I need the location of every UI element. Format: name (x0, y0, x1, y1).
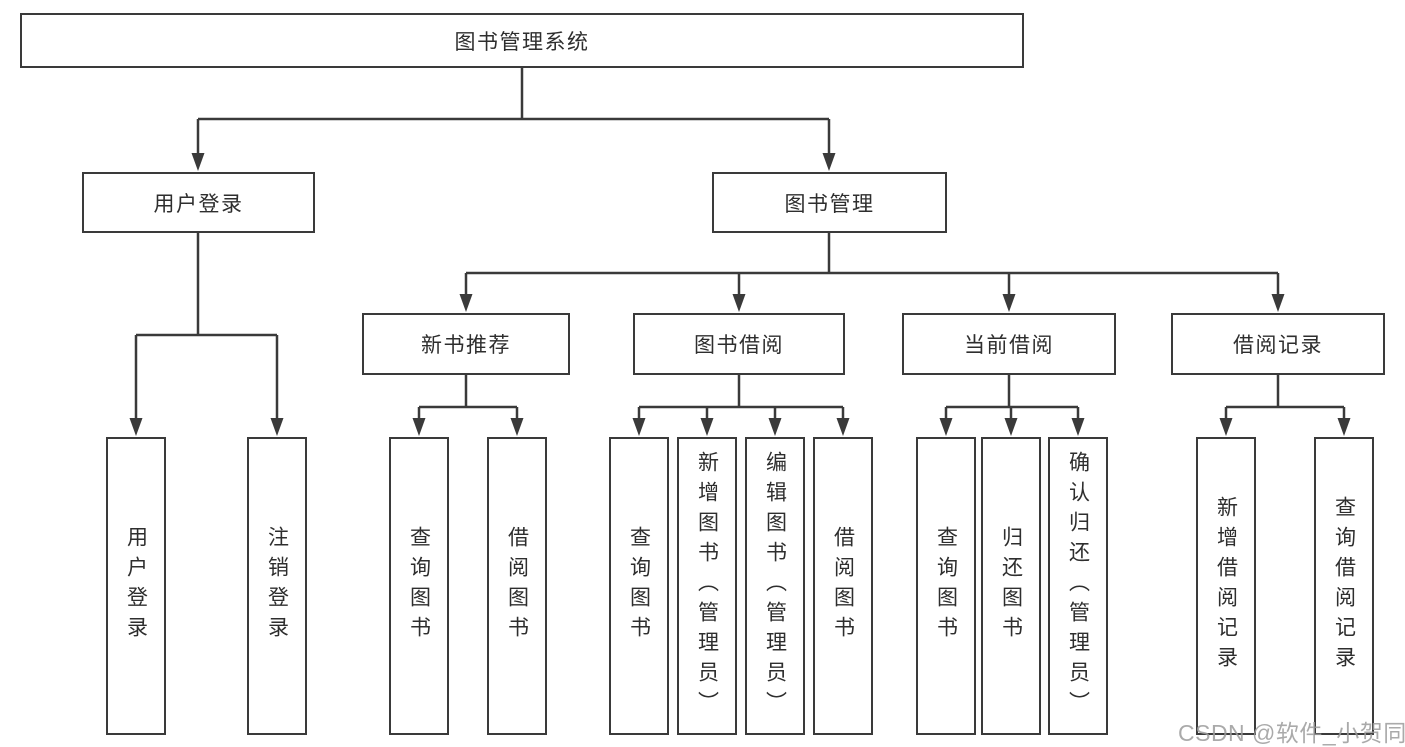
leaf-query-books-recommend-label: 查询图书 (407, 526, 431, 646)
leaf-user-login: 用户登录 (106, 437, 166, 735)
leaf-borrow-books-recommend: 借阅图书 (487, 437, 547, 735)
leaf-add-borrow-record: 新增借阅记录 (1196, 437, 1256, 735)
leaf-borrow-books: 借阅图书 (813, 437, 873, 735)
node-current-borrow-label: 当前借阅 (964, 334, 1054, 357)
node-book-management-label: 图书管理 (784, 192, 875, 216)
leaf-add-borrow-record-label: 新增借阅记录 (1214, 496, 1238, 676)
leaf-query-books-current-label: 查询图书 (934, 526, 958, 646)
node-borrow-records: 借阅记录 (1171, 313, 1385, 375)
leaf-borrow-books-recommend-label: 借阅图书 (505, 526, 529, 646)
leaf-query-books-recommend: 查询图书 (389, 437, 449, 735)
node-user-login: 用户登录 (82, 172, 315, 233)
node-user-login-label: 用户登录 (153, 192, 244, 216)
leaf-add-books-admin: 新增图书（管理员） (677, 437, 737, 735)
node-borrow-records-label: 借阅记录 (1233, 334, 1323, 357)
leaf-query-books-borrow: 查询图书 (609, 437, 669, 735)
node-root: 图书管理系统 (20, 13, 1024, 68)
node-current-borrow: 当前借阅 (902, 313, 1116, 375)
leaf-add-books-admin-label: 新增图书（管理员） (695, 451, 719, 721)
leaf-confirm-return-admin: 确认归还（管理员） (1048, 437, 1108, 735)
leaf-query-borrow-record-label: 查询借阅记录 (1332, 496, 1356, 676)
leaf-return-books: 归还图书 (981, 437, 1041, 735)
node-book-borrow-label: 图书借阅 (694, 334, 784, 357)
leaf-query-borrow-record: 查询借阅记录 (1314, 437, 1374, 735)
leaf-borrow-books-label: 借阅图书 (831, 526, 855, 646)
node-new-book-recommend: 新书推荐 (362, 313, 570, 375)
csdn-watermark: CSDN @软件_小贺同学 (1178, 720, 1405, 746)
node-new-book-recommend-label: 新书推荐 (421, 334, 511, 357)
leaf-user-login-label: 用户登录 (124, 526, 148, 646)
leaf-logout: 注销登录 (247, 437, 307, 735)
leaf-edit-books-admin-label: 编辑图书（管理员） (763, 451, 787, 721)
leaf-logout-label: 注销登录 (265, 526, 289, 646)
leaf-confirm-return-admin-label: 确认归还（管理员） (1066, 451, 1090, 721)
arrowheads (129, 153, 1351, 436)
leaf-query-books-borrow-label: 查询图书 (627, 526, 651, 646)
node-book-borrow: 图书借阅 (633, 313, 845, 375)
node-book-management: 图书管理 (712, 172, 947, 233)
leaf-query-books-current: 查询图书 (916, 437, 976, 735)
leaf-edit-books-admin: 编辑图书（管理员） (745, 437, 805, 735)
node-root-label: 图书管理系统 (454, 30, 590, 54)
leaf-return-books-label: 归还图书 (999, 526, 1023, 646)
